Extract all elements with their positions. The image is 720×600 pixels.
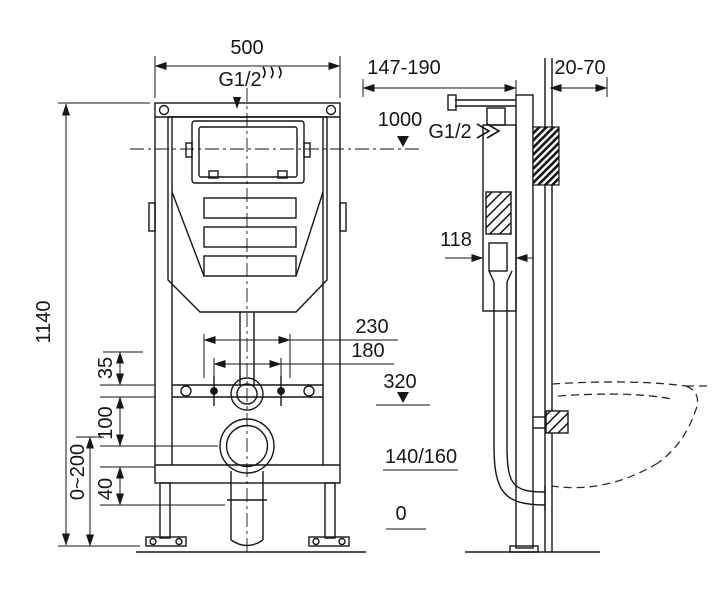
double-chevron-icon [476,123,491,139]
dim-height-1140: 1140 [33,300,55,343]
flush-plate-hatched-block [532,126,560,186]
dim-level-320: 320 [383,371,416,393]
dim-depth-147-190: 147-190 [367,57,440,79]
dim-span-230: 230 [355,316,388,338]
dim-offset-100: 100 [95,406,117,439]
centerlines [130,88,420,554]
dim-cistern-118: 118 [440,229,472,251]
dim-wall-20-70: 20-70 [554,57,605,79]
inlet-arrow-icon [233,97,241,109]
front-mounting-and-outlets [172,376,323,547]
side-toilet-bowl [551,381,708,489]
level-arrow-1000 [397,136,409,147]
side-cistern [482,107,546,511]
side-bowl-anchor [533,410,569,434]
dim-outlet-140-160: 140/160 [385,446,457,468]
steam-icon [262,66,282,79]
dim-level-1000: 1000 [378,109,423,131]
front-frame [136,102,366,553]
water-connection-circle [230,377,264,411]
dim-width-500: 500 [230,37,263,59]
side-dimensions [362,77,608,267]
dim-foot-range: 0~200 [67,444,89,500]
front-dimensions [58,56,458,547]
dim-offset-35: 35 [95,357,117,379]
dimension-labels: 500 G1/2 1140 1000 230 180 35 100 0~200 … [33,37,606,525]
dim-inlet-front: G1/2 [218,69,261,91]
dim-inlet-side: G1/2 [428,121,471,143]
dim-span-180: 180 [351,340,384,362]
dim-level-0: 0 [395,503,406,525]
dim-offset-40: 40 [95,478,117,500]
front-cistern [167,97,328,385]
level-arrow-320 [397,392,409,403]
